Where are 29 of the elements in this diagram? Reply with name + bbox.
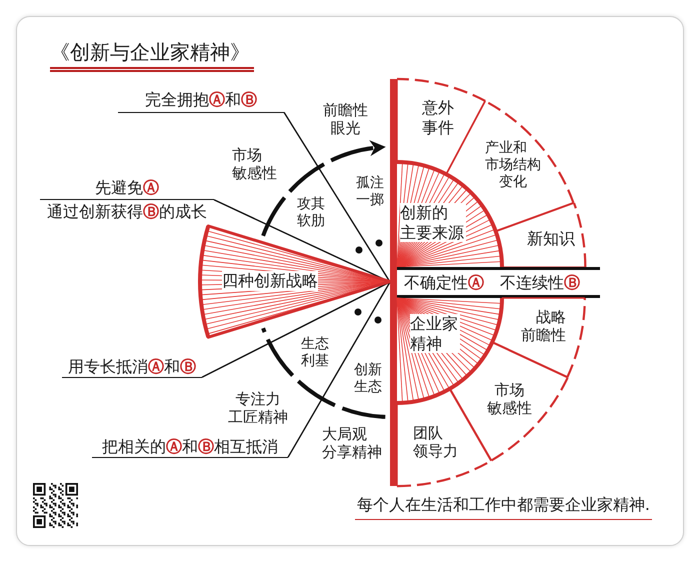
region-label: 专注力工匠精神 <box>227 390 289 427</box>
sector-label: 企业家精神 <box>410 314 460 354</box>
wedge-label: 四种创新战略 <box>222 270 318 290</box>
band-label: 不连续性Ⓑ <box>500 273 580 293</box>
region-label: 攻其软肋 <box>297 196 326 230</box>
region-label: 生态利基 <box>301 336 330 370</box>
underlined-note: 把相关的Ⓐ和Ⓑ相互抵消 <box>92 435 288 458</box>
leader-line <box>283 112 391 282</box>
band <box>397 267 600 298</box>
leader-line <box>287 282 391 458</box>
underlined-note: 用专长抵消Ⓐ和Ⓑ <box>62 355 202 378</box>
segment-label: 新知识 <box>526 228 575 248</box>
segment-label: 意外事件 <box>421 98 455 138</box>
note-text: 通过创新获得Ⓑ的成长 <box>46 202 208 222</box>
band-label: 不确定性Ⓐ <box>404 273 484 293</box>
segment-label: 团队领导力 <box>413 424 459 461</box>
region-label: 大局观分享精神 <box>322 425 383 462</box>
region-label: 创新生态 <box>354 362 383 396</box>
segment-label: 市场敏感性 <box>486 380 533 418</box>
underlined-note: 完全拥抱Ⓐ和Ⓑ <box>118 88 284 113</box>
title: 《创新与企业家精神》 <box>50 40 254 72</box>
region-label: 市场敏感性 <box>232 146 278 183</box>
segment-label: 战略前瞻性 <box>520 308 567 345</box>
region-label: 前瞻性眼光 <box>322 101 369 138</box>
sector-label: 创新的主要来源 <box>400 203 466 242</box>
note-text: 先避免Ⓐ <box>94 178 160 198</box>
segment-label: 产业和市场结构变化 <box>484 140 542 192</box>
caption: 每个人在生活和工作中都需要企业家精神. <box>354 495 652 520</box>
region-label: 孤注一掷 <box>356 175 385 210</box>
